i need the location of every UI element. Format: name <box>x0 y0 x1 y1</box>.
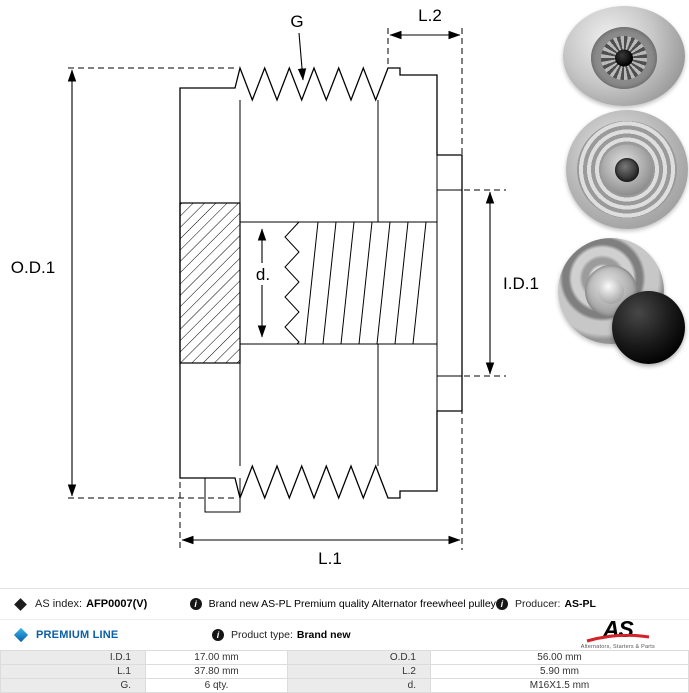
spec-value: 37.80 mm <box>145 664 288 679</box>
producer-value: AS-PL <box>564 598 596 610</box>
description-text: Brand new AS-PL Premium quality Alternat… <box>208 598 496 610</box>
product-photo-grooved-side <box>566 110 688 229</box>
pulley-bore <box>615 157 639 182</box>
as-index: AS index: AFP0007(V) <box>0 597 190 611</box>
as-index-value: AFP0007(V) <box>86 598 148 610</box>
table-row: I.D.1 17.00 mm O.D.1 56.00 mm <box>0 650 689 665</box>
spec-key: d. <box>287 678 431 693</box>
dimension-l1: L.1 <box>179 482 461 568</box>
as-pl-logo: AS Alternators, Starters & Parts <box>580 618 655 651</box>
product-type: i Product type: Brand new <box>212 629 471 641</box>
premium-line-badge: PREMIUM LINE <box>0 627 212 643</box>
pulley-center-hole <box>615 49 633 67</box>
spec-value: M16X1.5 mm <box>430 678 689 693</box>
pulley-cross-section <box>179 65 463 513</box>
product-type-value: Brand new <box>296 629 351 641</box>
spec-value: 56.00 mm <box>430 650 689 665</box>
as-pl-logo-subtext: Alternators, Starters & Parts <box>580 644 655 650</box>
splined-hub-hatch <box>179 202 241 364</box>
info-row-1: AS index: AFP0007(V) i Brand new AS-PL P… <box>0 589 689 620</box>
dimension-id1: I.D.1 <box>464 189 539 377</box>
spec-table: I.D.1 17.00 mm O.D.1 56.00 mm L.1 37.80 … <box>0 650 689 693</box>
dimension-l2: L.2 <box>387 6 463 550</box>
premium-diamond-icon <box>13 627 29 643</box>
product-info: AS index: AFP0007(V) i Brand new AS-PL P… <box>0 588 689 651</box>
brand-logo-cell: AS Alternators, Starters & Parts <box>471 618 689 651</box>
id1-label: I.D.1 <box>503 274 539 293</box>
dimension-od1: O.D.1 <box>11 67 238 499</box>
spec-key: I.D.1 <box>0 650 146 665</box>
product-photo-splined-rear <box>563 6 685 106</box>
technical-drawing: O.D.1 G L.2 d. I.D.1 L.1 <box>11 6 539 568</box>
thread-hatch-lines <box>304 221 427 345</box>
info-icon: i <box>212 629 224 641</box>
spec-value: 17.00 mm <box>145 650 288 665</box>
table-row: L.1 37.80 mm L.2 5.90 mm <box>0 664 689 679</box>
dimension-g: G <box>290 12 307 81</box>
diamond-bullet-icon <box>14 597 27 611</box>
l2-label: L.2 <box>418 6 442 25</box>
table-row: G. 6 qty. d. M16X1.5 mm <box>0 678 689 693</box>
l1-label: L.1 <box>318 549 342 568</box>
thread-profile <box>284 221 300 345</box>
od1-label: O.D.1 <box>11 258 55 277</box>
product-photo-rubber-cap <box>612 291 685 364</box>
spec-value: 6 qty. <box>145 678 288 693</box>
dimension-d: d. <box>249 228 277 338</box>
product-description: i Brand new AS-PL Premium quality Altern… <box>189 598 496 610</box>
info-icon: i <box>189 598 202 610</box>
product-type-label: Product type: <box>231 629 293 641</box>
logo-swoosh-icon <box>586 634 650 643</box>
spec-key: L.1 <box>0 664 146 679</box>
info-row-2: PREMIUM LINE i Product type: Brand new A… <box>0 618 689 651</box>
d-label: d. <box>256 265 270 284</box>
info-icon: i <box>495 598 508 610</box>
spec-key: G. <box>0 678 146 693</box>
hub-bottom-step <box>204 478 241 513</box>
spec-value: 5.90 mm <box>430 664 689 679</box>
g-label: G <box>290 12 303 31</box>
producer: i Producer: AS-PL <box>495 598 689 610</box>
bearing-center-cap <box>598 278 624 304</box>
premium-line-label: PREMIUM LINE <box>36 629 119 641</box>
spec-key: L.2 <box>287 664 431 679</box>
as-index-label: AS index: <box>35 598 83 610</box>
producer-label: Producer: <box>514 598 561 610</box>
spec-key: O.D.1 <box>287 650 431 665</box>
